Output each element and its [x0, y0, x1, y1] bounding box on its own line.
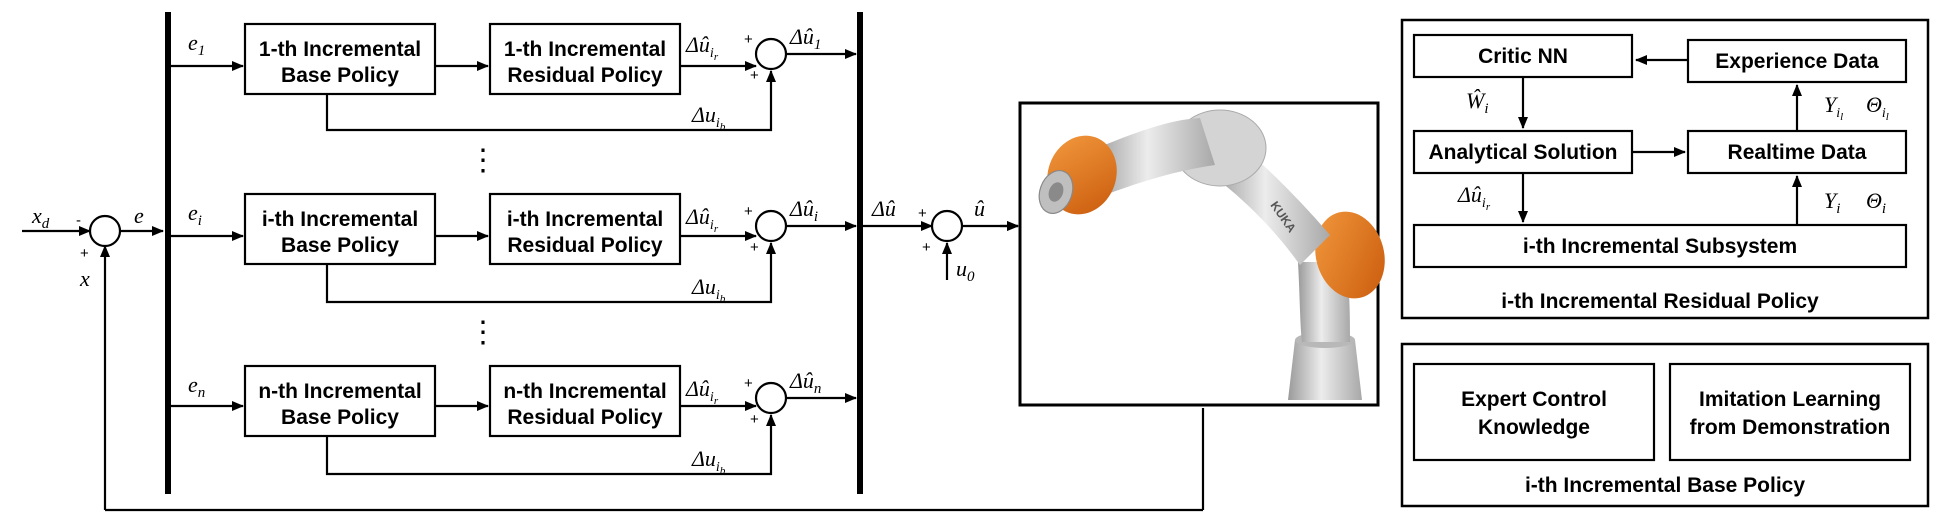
incremental-subsystem-label: i-th Incremental Subsystem — [1523, 235, 1797, 258]
residual-policy-caption: i-th Incremental Residual Policy — [1501, 290, 1819, 313]
y-i-label: Yi — [1824, 188, 1840, 217]
du-ib-label-1: Δuib — [691, 102, 726, 133]
base-policy-1-line1: 1-th Incremental — [259, 38, 421, 61]
output-sum — [863, 209, 1019, 280]
error-sum-minus: - — [76, 212, 81, 229]
residual-policy-1-line2: Residual Policy — [507, 64, 663, 87]
imitation-learning-line1: Imitation Learning — [1699, 388, 1881, 411]
row-n — [171, 364, 857, 476]
e1-label: e1 — [188, 30, 205, 59]
realtime-data-label: Realtime Data — [1728, 141, 1867, 164]
base-policy-n-block — [243, 364, 437, 438]
base-policy-i-line2: Base Policy — [281, 234, 399, 257]
analytical-solution-block — [1412, 129, 1634, 175]
du-hat-n-label: Δûn — [789, 368, 821, 397]
critic-nn-block — [1412, 33, 1634, 79]
theta-i-label: Θi — [1866, 188, 1886, 217]
imitation-learning-line2: from Demonstration — [1690, 416, 1891, 439]
experience-data-block — [1686, 38, 1908, 84]
realtime-data-block — [1686, 129, 1908, 175]
y-il-label: Yil — [1824, 92, 1843, 123]
sum-junction-i — [754, 209, 788, 243]
base-policy-caption: i-th Incremental Base Policy — [1525, 474, 1805, 497]
error-sum-junction — [88, 214, 122, 248]
sum-i-plus-bottom: + — [750, 239, 759, 256]
ellipsis-upper: ⋮ — [468, 144, 498, 177]
residual-policy-i-block — [488, 192, 682, 266]
residual-policy-n-block — [488, 364, 682, 438]
du-ib-label-i: Δuib — [691, 274, 726, 305]
output-sum-plus-left: + — [918, 205, 927, 222]
residual-policy-n-line2: Residual Policy — [507, 406, 663, 429]
residual-policy-1-block — [488, 22, 682, 96]
sum-n-plus-bottom: + — [750, 411, 759, 428]
critic-nn-label: Critic NN — [1478, 45, 1568, 68]
e-label: e — [134, 203, 144, 228]
w-hat-label: Ŵi — [1466, 88, 1489, 117]
du-hat-ir-label-i: Δûir — [685, 204, 719, 235]
du-ib-label-n: Δuib — [691, 446, 726, 477]
du-hat-i-label: Δûi — [789, 196, 818, 225]
output-sum-plus-bottom: + — [922, 239, 931, 256]
x-feedback-label: x — [79, 266, 90, 291]
base-policy-i-block — [243, 192, 437, 266]
row-i — [171, 192, 857, 304]
expert-knowledge-line2: Knowledge — [1478, 416, 1590, 439]
output-sum-junction — [930, 209, 964, 243]
residual-policy-n-line1: n-th Incremental — [503, 380, 666, 403]
base-policy-n-line1: n-th Incremental — [258, 380, 421, 403]
sum-1-plus-bottom: + — [750, 67, 759, 84]
error-sum-plus: + — [80, 245, 89, 262]
expert-knowledge-block — [1412, 362, 1656, 462]
residual-policy-1-line1: 1-th Incremental — [504, 38, 666, 61]
du-hat-label: Δû — [871, 196, 896, 221]
residual-policy-i-line1: i-th Incremental — [507, 208, 663, 231]
row-1 — [171, 22, 857, 132]
u-hat-label: û — [974, 196, 985, 221]
base-policy-i-line1: i-th Incremental — [262, 208, 418, 231]
experience-data-label: Experience Data — [1715, 50, 1879, 73]
incremental-subsystem-block — [1412, 223, 1908, 269]
ei-label: ei — [188, 200, 202, 229]
residual-policy-i-line2: Residual Policy — [507, 234, 663, 257]
expert-knowledge-line1: Expert Control — [1461, 388, 1607, 411]
du-hat-1-label: Δû1 — [789, 24, 821, 53]
sum-i-plus-top: + — [744, 203, 753, 220]
residual-policy-panel — [1400, 18, 1930, 320]
du-hat-ir-label-1: Δûir — [685, 32, 719, 63]
base-policy-panel — [1400, 342, 1930, 508]
control-loop — [22, 214, 1205, 512]
sum-junction-1 — [754, 37, 788, 71]
kuka-robot-arm-illustration: KUKA — [1038, 109, 1385, 400]
analytical-solution-label: Analytical Solution — [1428, 141, 1617, 164]
sum-n-plus-top: + — [744, 375, 753, 392]
panel-du-hat-ir-label: Δûir — [1457, 182, 1491, 213]
en-label: en — [188, 372, 205, 401]
ellipsis-lower: ⋮ — [468, 316, 498, 349]
sum-1-plus-top: + — [744, 31, 753, 48]
xd-label: xd — [31, 203, 50, 232]
base-policy-n-line2: Base Policy — [281, 406, 399, 429]
u0-label: u0 — [956, 256, 975, 285]
imitation-learning-block — [1668, 362, 1912, 462]
base-policy-1-line2: Base Policy — [281, 64, 399, 87]
du-hat-ir-label-n: Δûir — [685, 376, 719, 407]
sum-junction-n — [754, 381, 788, 415]
base-policy-1-block — [243, 22, 437, 96]
theta-il-label: Θil — [1866, 92, 1889, 123]
